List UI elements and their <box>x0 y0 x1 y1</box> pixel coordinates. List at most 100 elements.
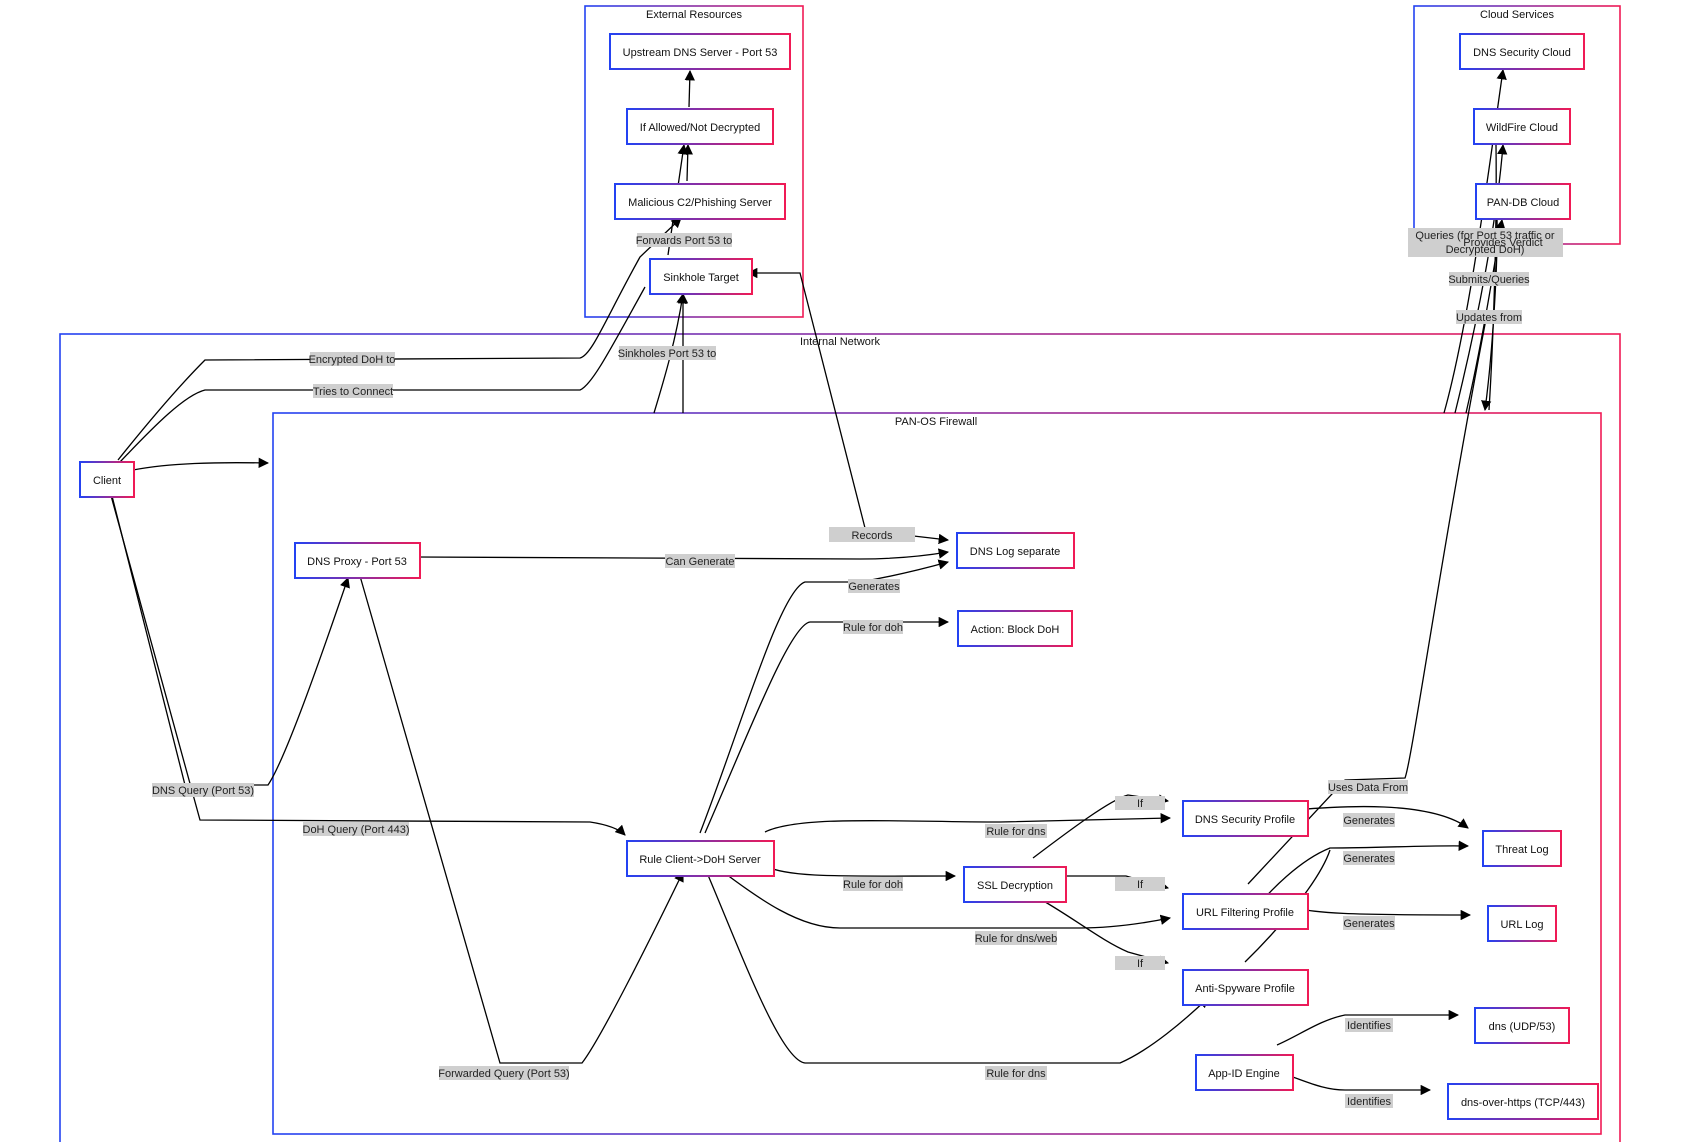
node-if-allowed[interactable]: If Allowed/Not Decrypted <box>626 108 774 145</box>
edge-label-identifies-1: Identifies <box>1347 1020 1392 1032</box>
edge-client-tries-connect <box>119 286 646 463</box>
node-label: DNS Security Cloud <box>1473 47 1571 59</box>
edge-url-uses-data <box>1247 318 1487 885</box>
node-dns-proxy[interactable]: DNS Proxy - Port 53 <box>294 542 421 579</box>
node-dns-security-profile[interactable]: DNS Security Profile <box>1182 800 1309 837</box>
cluster-external-resources: External Resources <box>584 5 804 318</box>
nodes: Upstream DNS Server - Port 53 If Allowed… <box>79 33 1599 1120</box>
cluster-title: External Resources <box>646 9 742 21</box>
node-label: DNS Log separate <box>970 546 1061 558</box>
edge-label-gen-threat-2: Generates <box>1343 853 1395 865</box>
node-label: PAN-DB Cloud <box>1487 197 1560 209</box>
node-label: URL Filtering Profile <box>1196 907 1294 919</box>
edge-ssl-if-antispy <box>1032 894 1170 966</box>
node-label: dns (UDP/53) <box>1489 1021 1556 1033</box>
node-malicious-server[interactable]: Malicious C2/Phishing Server <box>614 183 786 220</box>
node-client[interactable]: Client <box>79 461 135 498</box>
node-label: dns-over-https (TCP/443) <box>1461 1097 1585 1109</box>
node-pandb-cloud[interactable]: PAN-DB Cloud <box>1475 183 1571 220</box>
edge-label-encrypted: Encrypted DoH to <box>309 354 396 366</box>
edge-appid-dns-udp <box>1276 1009 1460 1046</box>
node-threat-log[interactable]: Threat Log <box>1482 830 1562 867</box>
edge-label-records: Records <box>852 530 893 542</box>
edge-url-urllog <box>1294 907 1472 921</box>
edge-label-identifies-2: Identifies <box>1347 1096 1392 1108</box>
edge-label-if-2: If <box>1137 879 1144 891</box>
edge-label-rule-doh-block: Rule for doh <box>843 622 903 634</box>
node-url-filtering-profile[interactable]: URL Filtering Profile <box>1182 893 1309 930</box>
cluster-title: PAN-OS Firewall <box>895 416 977 428</box>
edge-client-firewall <box>132 457 270 471</box>
edge-rule-doh-ssl <box>764 865 957 882</box>
node-ssl-decryption[interactable]: SSL Decryption <box>963 866 1067 903</box>
node-label: Rule Client->DoH Server <box>639 854 761 866</box>
edge-ssl-if-dns <box>1032 794 1170 859</box>
node-label: Sinkhole Target <box>663 272 739 284</box>
node-dns-security-cloud[interactable]: DNS Security Cloud <box>1459 33 1585 70</box>
edge-label-queries-line2: Decrypted DoH) <box>1446 244 1525 256</box>
edge-label-dns-query: DNS Query (Port 53) <box>152 785 254 797</box>
edge-label-if-3: If <box>1137 958 1144 970</box>
edge-label-queries-line1: Queries (for Port 53 traffic or <box>1415 230 1555 242</box>
node-label: URL Log <box>1500 919 1543 931</box>
cluster-internal-network: Internal Network <box>59 333 1621 1142</box>
edge-label-gen-url: Generates <box>1343 918 1395 930</box>
edge-dnsprof-threat <box>1294 805 1469 829</box>
edges <box>109 68 1508 1096</box>
edge-rule-block-doh <box>704 616 950 834</box>
edge-proxy-dns-log <box>415 548 950 560</box>
node-label: Action: Block DoH <box>971 624 1060 636</box>
node-label: WildFire Cloud <box>1486 122 1558 134</box>
cluster-title: Cloud Services <box>1480 9 1554 21</box>
edge-label-gen-threat-1: Generates <box>1343 815 1395 827</box>
edge-label-submits: Submits/Queries <box>1448 274 1530 286</box>
node-dns-log[interactable]: DNS Log separate <box>956 532 1075 569</box>
node-wildfire-cloud[interactable]: WildFire Cloud <box>1473 108 1571 145</box>
edge-url-threat <box>1249 840 1470 916</box>
edge-label-generates-log: Generates <box>848 581 900 593</box>
edge-rule-dns-top <box>764 813 1172 833</box>
node-label: DNS Security Profile <box>1195 814 1295 826</box>
node-appid-engine[interactable]: App-ID Engine <box>1195 1054 1294 1091</box>
node-upstream-dns[interactable]: Upstream DNS Server - Port 53 <box>609 33 791 70</box>
edge-label-rule-dns-top: Rule for dns <box>986 826 1046 838</box>
edge-label-uses-data: Uses Data From <box>1328 782 1408 794</box>
node-label: SSL Decryption <box>977 880 1053 892</box>
node-block-doh[interactable]: Action: Block DoH <box>957 610 1073 647</box>
node-anti-spyware-profile[interactable]: Anti-Spyware Profile <box>1182 969 1309 1006</box>
edge-label-doh-query: DoH Query (Port 443) <box>303 824 410 836</box>
edge-rule-dns-bottom <box>704 867 1209 1064</box>
edge-client-doh-query <box>109 491 626 836</box>
node-doh-tcp[interactable]: dns-over-https (TCP/443) <box>1447 1083 1599 1120</box>
edge-label-forwards: Forwards Port 53 to <box>636 235 733 247</box>
edge-label-sinkholes: Sinkholes Port 53 to <box>618 348 716 360</box>
edge-label-if-1: If <box>1137 798 1144 810</box>
edge-label-forwarded: Forwarded Query (Port 53) <box>438 1068 569 1080</box>
edge-records <box>746 267 866 529</box>
cluster-title: Internal Network <box>800 336 881 348</box>
edge-label-can-generate: Can Generate <box>665 556 734 568</box>
edge-labels: Forwards Port 53 to Sinkholes Port 53 to… <box>152 228 1563 1108</box>
edge-client-dns-query <box>110 491 350 786</box>
node-label: If Allowed/Not Decrypted <box>640 122 760 134</box>
node-label: DNS Proxy - Port 53 <box>307 556 407 568</box>
node-rule-client-doh[interactable]: Rule Client->DoH Server <box>626 840 775 877</box>
edge-label-verdict: Provides Verdict <box>1463 237 1542 249</box>
node-sinkhole-target[interactable]: Sinkhole Target <box>649 258 753 295</box>
edge-label-rule-dnsweb: Rule for dns/web <box>975 933 1058 945</box>
node-dns-udp[interactable]: dns (UDP/53) <box>1474 1007 1570 1044</box>
node-label: App-ID Engine <box>1208 1068 1280 1080</box>
cluster-panos-firewall: PAN-OS Firewall <box>272 412 1602 1135</box>
node-label: Upstream DNS Server - Port 53 <box>623 47 778 59</box>
edge-rule-generates-log <box>699 559 950 834</box>
edge-proxy-forwarded <box>359 575 684 1064</box>
edge-appid-doh-tcp <box>1276 1071 1432 1096</box>
node-label: Malicious C2/Phishing Server <box>628 197 772 209</box>
edge-client-encrypted-doh <box>117 217 682 461</box>
node-label: Threat Log <box>1495 844 1548 856</box>
edge-label-updates: Updates from <box>1456 312 1522 324</box>
node-label: Client <box>93 475 121 487</box>
node-url-log[interactable]: URL Log <box>1487 905 1557 942</box>
edge-rule-dnsweb <box>717 867 1172 929</box>
